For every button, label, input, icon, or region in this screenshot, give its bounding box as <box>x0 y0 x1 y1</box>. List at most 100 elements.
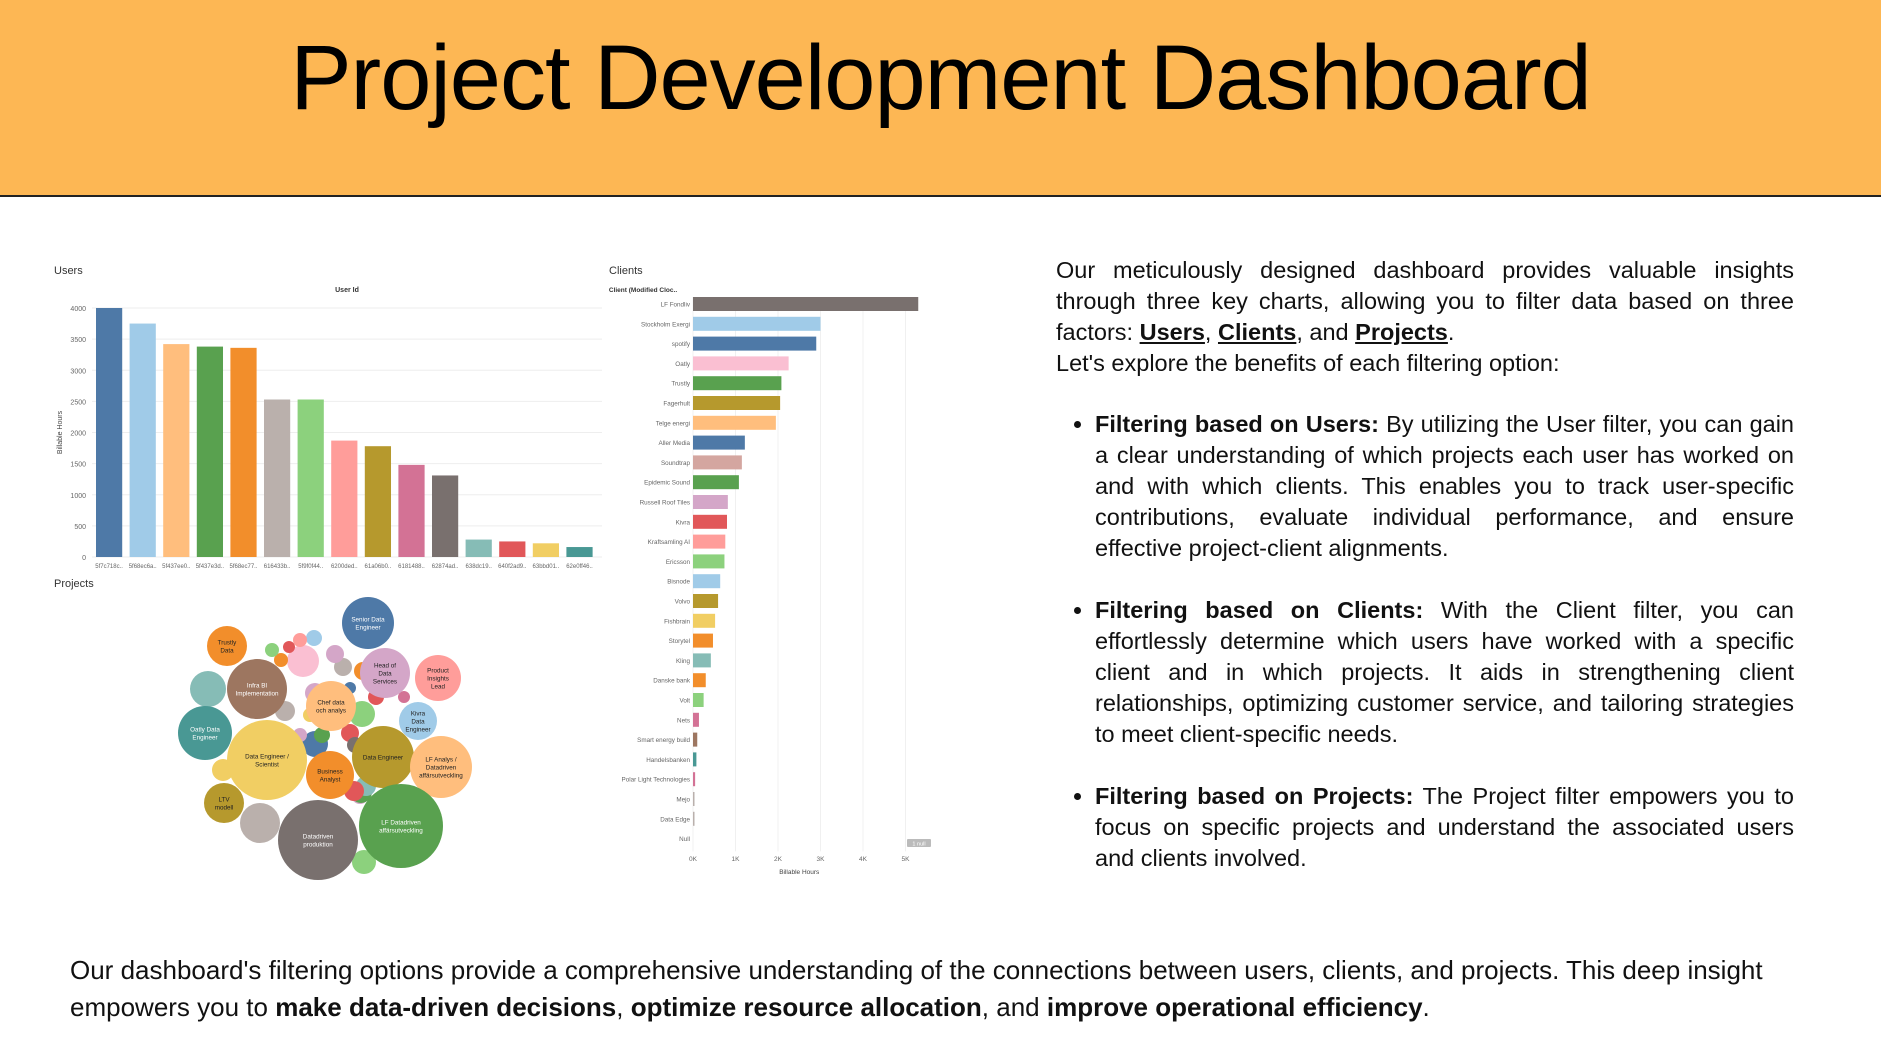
client-bar <box>693 574 721 589</box>
y-tick-label: 2500 <box>70 399 86 406</box>
project-bubble-label: och analys <box>316 708 346 715</box>
x-tick-label: 1K <box>732 856 741 863</box>
project-bubble <box>399 702 437 740</box>
project-bubble-label: LF Datadriven <box>381 820 421 827</box>
client-bar <box>693 712 699 727</box>
client-bar <box>693 435 745 450</box>
project-bubble <box>240 803 280 843</box>
client-label: Mejo <box>676 797 690 804</box>
project-bubble <box>342 597 394 649</box>
y-tick-label: 500 <box>74 524 86 531</box>
header-banner: Project Development Dashboard <box>0 0 1881 197</box>
client-label: Storytel <box>669 638 690 645</box>
user-bar <box>129 323 156 557</box>
project-bubble <box>352 850 376 874</box>
list-item: Filtering based on Projects: The Project… <box>1095 781 1794 874</box>
null-badge <box>907 839 931 847</box>
client-bar <box>693 752 697 767</box>
project-bubble-label: Data <box>378 671 392 678</box>
client-label: Telge energi <box>656 420 690 427</box>
client-bar <box>693 396 781 410</box>
project-bubble-label: affärsutveckling <box>419 773 463 780</box>
projects-link[interactable]: Projects <box>1355 319 1448 345</box>
project-bubble-label: Datadriven <box>303 834 334 841</box>
client-label: Stockholm Exergi <box>641 321 690 328</box>
client-bar <box>693 336 817 351</box>
project-bubble <box>410 736 472 798</box>
client-bar <box>693 732 698 747</box>
client-label: Aller Media <box>659 440 691 447</box>
y-tick-label: 3500 <box>70 337 86 344</box>
client-bar <box>693 316 821 331</box>
project-bubble <box>204 783 244 823</box>
period-text: . <box>1447 319 1455 345</box>
users-bar-chart[interactable]: User Id40003500300025002000150010005000B… <box>50 280 610 580</box>
benefits-list: Filtering based on Users: By utilizing t… <box>1056 409 1794 874</box>
project-bubble-label: Infra BI <box>247 683 268 690</box>
project-bubble <box>360 648 410 698</box>
x-tick-label: 6200ded.. <box>331 564 358 570</box>
bullet-text: The Project filter empowers you to focus… <box>1095 783 1794 871</box>
project-bubble-label: Datadriven <box>426 765 457 772</box>
client-label: Data Edge <box>660 816 690 823</box>
client-label: Volt <box>679 698 690 705</box>
x-tick-label: 5K <box>902 856 911 863</box>
footer-sep: , <box>616 992 631 1022</box>
x-tick-label: 5f68ec6a.. <box>129 564 157 570</box>
client-label: Soundtrap <box>661 460 691 467</box>
bullet-title: Filtering based on Clients: <box>1095 597 1424 623</box>
client-label: Bisnode <box>667 579 690 586</box>
user-bar <box>230 347 257 557</box>
projects-section-label: Projects <box>54 578 94 590</box>
y-tick-label: 1500 <box>70 462 86 469</box>
client-bar <box>693 594 719 608</box>
project-bubble <box>265 643 279 657</box>
description-panel: Our meticulously designed dashboard prov… <box>1056 255 1794 905</box>
client-label: Epidemic Sound <box>644 480 690 487</box>
client-label: Volvo <box>675 599 691 606</box>
client-bar <box>693 514 727 529</box>
project-bubble-label: Data <box>220 648 234 655</box>
footer-bold: optimize resource allocation <box>630 992 982 1022</box>
project-bubble-label: LF Analys / <box>425 757 456 764</box>
project-bubble-label: Lead <box>431 684 446 691</box>
client-label: Handelsbanken <box>646 757 690 764</box>
client-bar <box>693 376 782 391</box>
bullet-title: Filtering based on Projects: <box>1095 783 1414 809</box>
footer-summary: Our dashboard's filtering options provid… <box>70 952 1810 1026</box>
y-tick-label: 3000 <box>70 368 86 375</box>
x-tick-label: 61a06b0.. <box>365 564 392 570</box>
project-bubble <box>306 630 322 646</box>
project-bubble <box>227 659 287 719</box>
sep-text: , and <box>1296 319 1356 345</box>
project-bubble-label: Engineer <box>192 735 217 742</box>
x-tick-label: 638dc19.. <box>466 564 493 570</box>
project-bubble <box>415 655 461 701</box>
user-bar <box>331 440 358 557</box>
project-bubble-label: Senior Data <box>351 617 385 624</box>
clients-link[interactable]: Clients <box>1217 319 1297 345</box>
project-bubble-label: Scientist <box>255 762 279 769</box>
users-link[interactable]: Users <box>1139 319 1205 345</box>
user-bar <box>196 346 224 557</box>
x-tick-label: 2K <box>774 856 783 863</box>
x-tick-label: 62e0ff46.. <box>566 564 593 570</box>
client-bar <box>693 415 776 430</box>
project-bubble <box>227 720 307 800</box>
intro-paragraph: Our meticulously designed dashboard prov… <box>1056 255 1794 348</box>
project-bubble <box>178 706 232 760</box>
x-tick-label: 5f68ec77.. <box>229 564 257 570</box>
intro-text: Our meticulously designed dashboard prov… <box>1056 257 1794 345</box>
y-tick-label: 4000 <box>70 306 86 313</box>
project-bubble-label: Head of <box>374 663 396 670</box>
project-bubble <box>207 626 247 666</box>
project-bubble-label: Data Engineer / <box>245 754 289 761</box>
user-bar <box>465 539 492 557</box>
project-bubble <box>306 681 356 731</box>
client-bar <box>693 455 742 470</box>
project-bubble-label: Oatly Data <box>190 727 220 734</box>
project-bubble <box>334 658 352 676</box>
y-axis-label: Billable Hours <box>57 410 64 454</box>
